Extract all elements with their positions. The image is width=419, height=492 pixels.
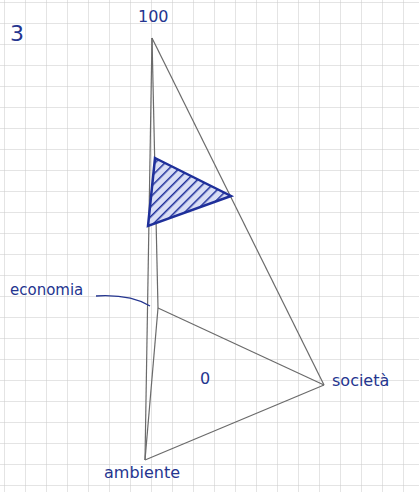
axis-max-value: 100: [138, 8, 169, 26]
hatched-triangle: [148, 158, 231, 226]
vertex-label: economia: [10, 282, 83, 299]
figure-number: 3: [10, 22, 24, 46]
vertex-label: ambiente: [104, 464, 180, 482]
pyramid-edges: [145, 38, 324, 460]
leader-line: [96, 296, 150, 306]
origin-value: 0: [200, 370, 210, 388]
vertex-label: società: [332, 372, 389, 390]
